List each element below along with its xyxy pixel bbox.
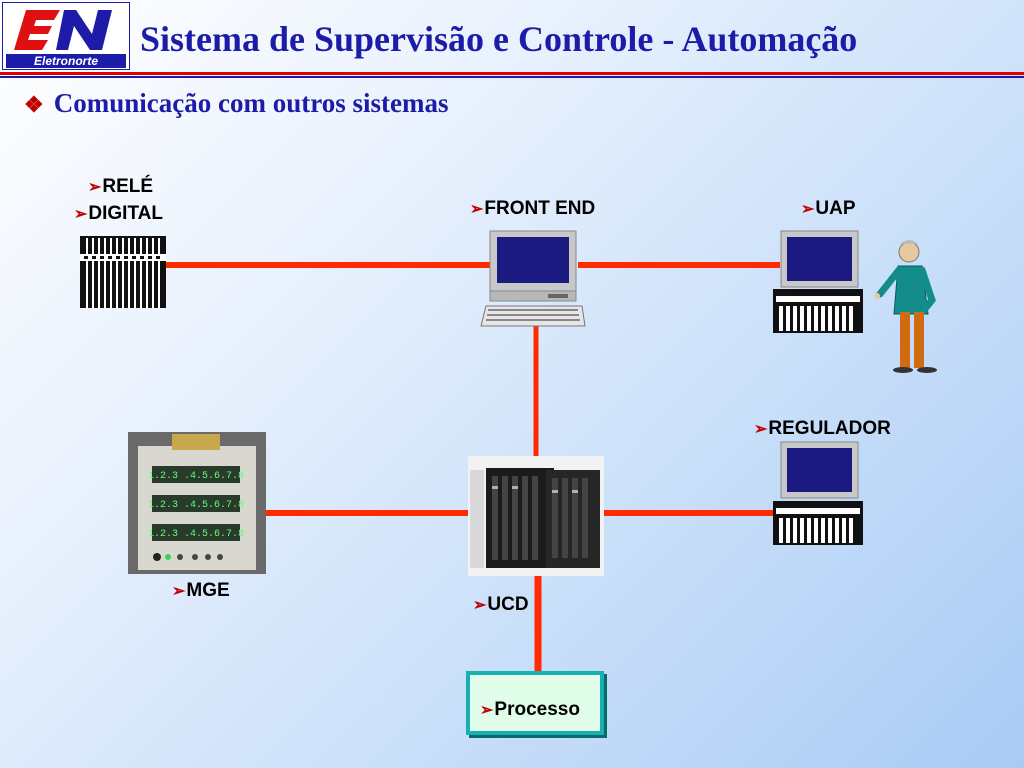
label-mge-text: MGE: [186, 580, 230, 601]
label-uap: ➢UAP: [801, 198, 856, 220]
arrow-bullet-icon: ➢: [801, 201, 815, 218]
page-title: Sistema de Supervisão e Controle - Autom…: [140, 19, 858, 59]
label-processo-text: Processo: [494, 699, 580, 720]
label-front-end-text: FRONT END: [484, 198, 596, 219]
eletronorte-logo: Eletronorte: [1, 1, 131, 71]
mge-display-1: 1.2.3 .4.5.6.7.8: [148, 471, 244, 482]
label-front-end: ➢FRONT END: [470, 198, 595, 220]
label-regulador: ➢REGULADOR: [754, 418, 891, 440]
label-mge: ➢MGE: [172, 580, 230, 602]
label-rele-text: RELÉ: [102, 176, 154, 197]
arrow-bullet-icon: ➢: [470, 201, 484, 218]
label-digital: ➢DIGITAL: [74, 203, 163, 225]
bullet-text: Comunicação com outros sistemas: [53, 88, 449, 118]
mge-display-3: 1.2.3 .4.5.6.7.8: [148, 529, 244, 540]
connection-lines: [165, 262, 780, 672]
label-ucd-text: UCD: [487, 594, 529, 615]
label-ucd: ➢UCD: [473, 594, 529, 616]
front-end-computer-icon: [480, 230, 586, 327]
operator-person-icon: [874, 240, 937, 373]
mge-meter-panel: [128, 432, 266, 574]
arrow-bullet-icon: ➢: [754, 421, 768, 438]
arrow-bullet-icon: ➢: [74, 206, 88, 223]
header-rule-blue: [0, 76, 1024, 78]
processo-box: ➢Processo: [466, 671, 604, 735]
label-digital-text: DIGITAL: [88, 203, 163, 224]
regulador-computer-icon: [773, 441, 863, 545]
label-rele: ➢RELÉ: [88, 176, 153, 198]
rele-digital-rack-icon: [80, 236, 166, 308]
label-regulador-text: REGULADOR: [768, 418, 891, 439]
arrow-bullet-icon: ➢: [172, 583, 186, 600]
mge-display-2: 1.2.3 .4.5.6.7.8: [148, 500, 244, 511]
header-rule-red: [0, 72, 1024, 75]
arrow-bullet-icon: ➢: [88, 179, 102, 196]
logo-text: Eletronorte: [34, 54, 98, 68]
arrow-bullet-icon: ➢: [480, 702, 494, 719]
uap-computer-icon: [773, 230, 863, 333]
ucd-controller-cabinet: [468, 456, 604, 576]
label-processo: ➢Processo: [480, 699, 580, 721]
label-uap-text: UAP: [815, 198, 856, 219]
arrow-bullet-icon: ➢: [473, 597, 487, 614]
diamond-bullet-icon: ❖: [24, 92, 44, 117]
bullet-item: ❖ Comunicação com outros sistemas: [24, 88, 448, 119]
